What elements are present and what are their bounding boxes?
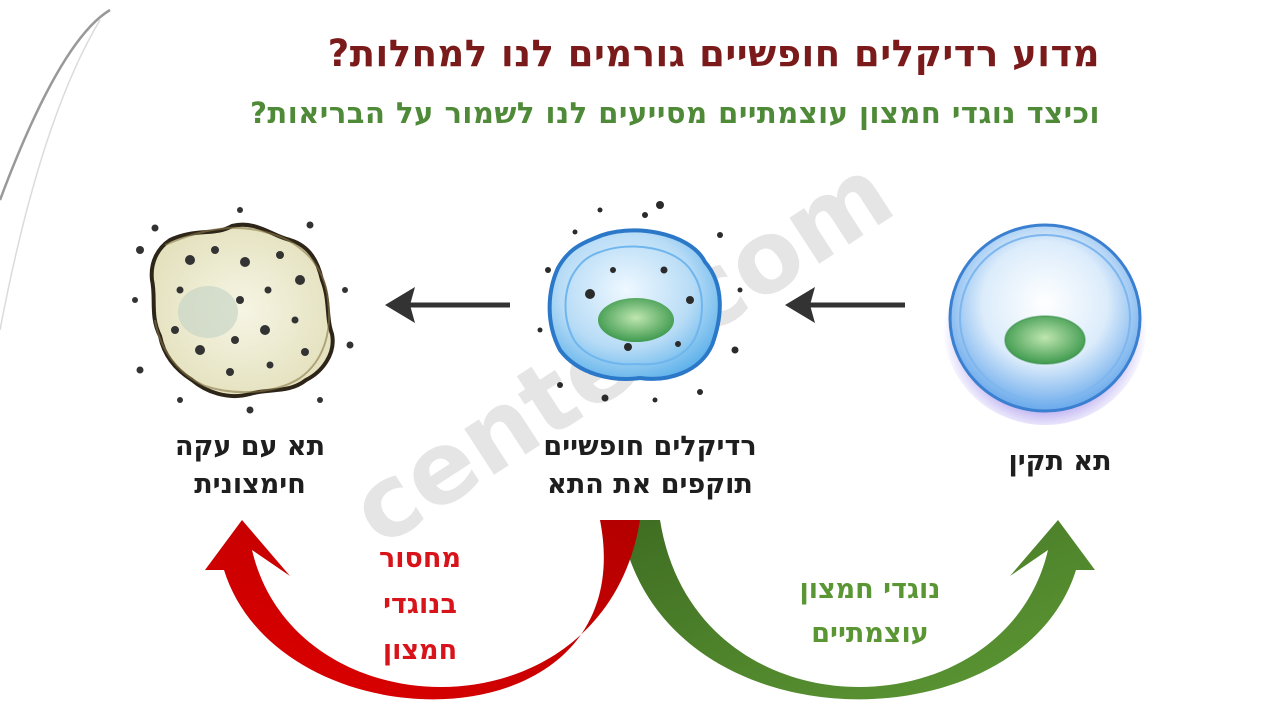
slide-edge-decoration: [0, 8, 111, 201]
label-line: תא עם עקה: [174, 431, 326, 462]
page-title: מדוע רדיקלים חופשיים גורמים לנו למחלות?: [327, 32, 1100, 75]
deficiency-arrow-label: מחסור בנוגדי חמצון: [350, 536, 490, 674]
label-line: חימצונית: [194, 469, 306, 500]
label-line: מחסור: [379, 543, 461, 574]
page-subtitle: וכיצד נוגדי חמצון עוצמתיים מסייעים לנו ל…: [250, 96, 1100, 130]
label-line: תוקפים את התא: [547, 469, 753, 500]
damaged-cell-icon: [132, 207, 354, 414]
curved-arrow-icon: [620, 520, 1095, 700]
stressed-cell-label: תא עם עקה חימצונית: [130, 428, 370, 504]
antioxidant-arrow-label: נוגדי חמצון עוצמתיים: [770, 568, 970, 656]
left-arrow-icon: [385, 287, 510, 323]
label-line: רדיקלים חופשיים: [543, 431, 757, 462]
label-line: בנוגדי: [383, 589, 457, 620]
curved-arrow-icon: [205, 520, 640, 700]
label-line: חמצון: [382, 635, 458, 666]
label-line: תא תקין: [1008, 446, 1112, 477]
label-line: נוגדי חמצון: [799, 574, 941, 605]
attacked-cell-icon: [537, 201, 743, 403]
left-arrow-icon: [785, 287, 905, 323]
healthy-cell-label: תא תקין: [960, 443, 1160, 481]
healthy-cell-icon: [943, 223, 1147, 425]
label-line: עוצמתיים: [811, 618, 929, 649]
slide-edge-decoration: [0, 19, 101, 331]
attacked-cell-label: רדיקלים חופשיים תוקפים את התא: [500, 428, 800, 504]
